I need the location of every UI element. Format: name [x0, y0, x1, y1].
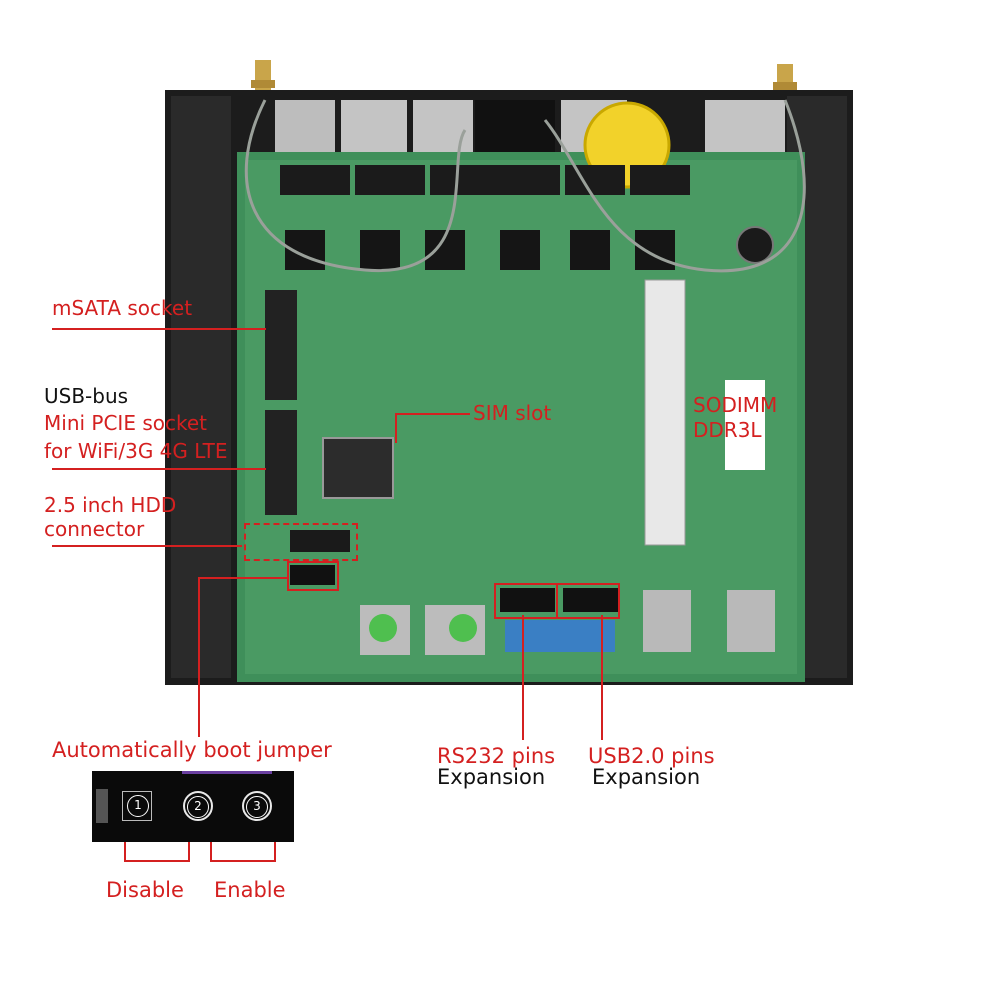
disable-bracket-left: [124, 842, 126, 860]
disable-bracket-right: [188, 842, 190, 862]
sodimm-label-line2: DDR3L: [693, 418, 762, 442]
hdd-leader: [52, 545, 242, 547]
enable-bracket-right: [274, 842, 276, 862]
boot-leader-h: [198, 577, 288, 579]
boot-jumper-box: [287, 561, 339, 591]
motherboard-illustration: [165, 60, 853, 685]
wifi-leader: [52, 468, 266, 470]
sim-leader: [395, 413, 397, 443]
hdd-label-line1: 2.5 inch HDD: [44, 493, 177, 517]
jumper-pin-2-circle: 2: [183, 791, 213, 821]
rs232-box: [494, 583, 558, 619]
boot-leader-v: [198, 577, 200, 737]
enable-bracket-bottom: [210, 860, 276, 862]
msata-label: mSATA socket: [52, 296, 193, 320]
jumper-notch: [96, 789, 108, 823]
sim-slot-label: SIM slot: [473, 401, 552, 425]
sodimm-label-line1: SODIMM: [693, 393, 778, 417]
disable-bracket-bottom: [124, 860, 190, 862]
jumper-pin-3: 3: [242, 791, 272, 821]
device-photo: [165, 60, 853, 685]
disable-label: Disable: [106, 878, 184, 902]
sim-leader-h: [395, 413, 470, 415]
enable-bracket-left: [210, 842, 212, 862]
jumper-pin-1: 1: [122, 791, 152, 821]
boot-jumper-label: Automatically boot jumper: [52, 738, 332, 762]
jumper-pin-2: 2: [183, 791, 213, 821]
jumper-detail: 1 2 3: [92, 771, 294, 842]
usb20-label-line1: USB2.0 pins: [588, 744, 715, 768]
usb20-label-line2: Expansion: [592, 765, 701, 789]
jumper-bar: [182, 771, 272, 774]
msata-leader: [52, 328, 266, 330]
rs232-label-line2: Expansion: [437, 765, 546, 789]
wifi-label: for WiFi/3G 4G LTE: [44, 439, 228, 463]
usb-bus-label: USB-bus: [44, 384, 129, 408]
usb20-leader: [601, 615, 603, 740]
hdd-label-line2: connector: [44, 517, 145, 541]
mini-pcie-label: Mini PCIE socket: [44, 411, 207, 435]
rs232-label-line1: RS232 pins: [437, 744, 556, 768]
rs232-leader: [522, 615, 524, 740]
enable-label: Enable: [214, 878, 286, 902]
jumper-pin-3-circle: 3: [242, 791, 272, 821]
usb20-box: [556, 583, 620, 619]
hdd-connector-box: [244, 523, 358, 561]
jumper-pin-1-circle: 1: [123, 792, 153, 822]
